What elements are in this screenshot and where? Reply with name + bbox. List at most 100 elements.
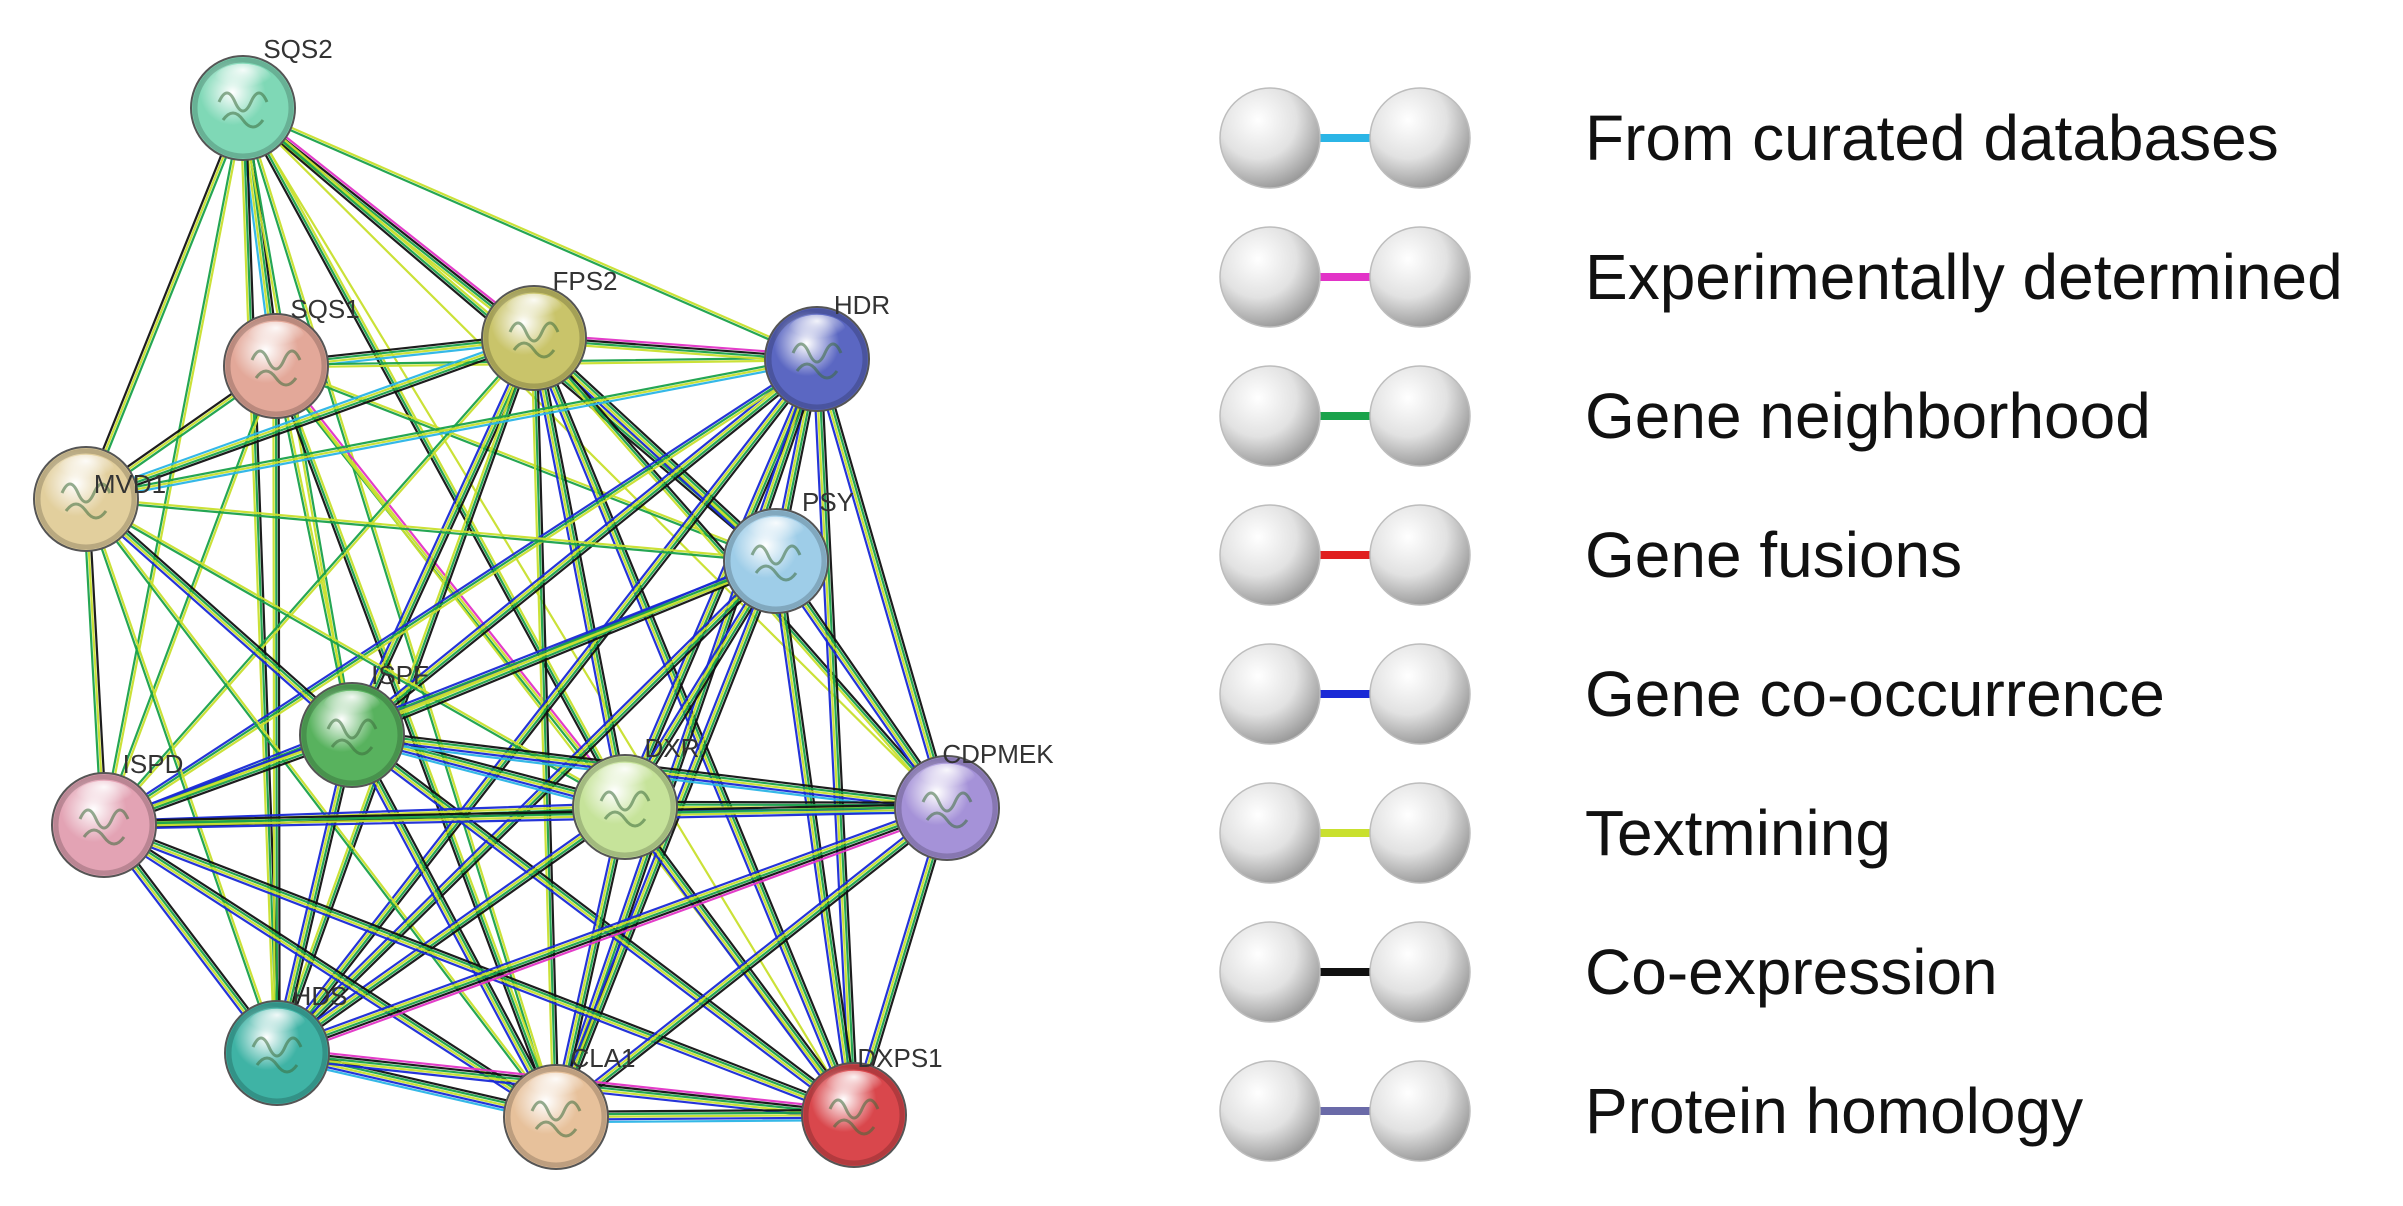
edge-line <box>84 355 818 498</box>
edge-line <box>623 800 949 804</box>
protein-structure-icon <box>530 1100 582 1138</box>
edge-line <box>86 497 280 1054</box>
node-dxr[interactable]: DXR <box>572 733 700 860</box>
edge-line <box>103 337 537 827</box>
node-label: DXR <box>645 733 700 763</box>
edge-line <box>627 803 859 1114</box>
node-hds[interactable]: HDS <box>224 981 347 1106</box>
node-ispf[interactable]: ISPF <box>299 660 429 788</box>
edge-line <box>532 336 558 1119</box>
edge-line <box>536 336 630 808</box>
edge-line <box>102 357 819 827</box>
edge-line <box>556 560 779 1119</box>
node-label: ISPD <box>123 749 184 779</box>
edge-line <box>274 357 818 1054</box>
edge-sqs2-hdr <box>241 105 819 362</box>
node-rim <box>505 1066 607 1168</box>
edge-sqs2-dxps1 <box>241 106 856 1117</box>
edge-line <box>273 557 775 1052</box>
edge-line <box>84 497 106 827</box>
node-fps2[interactable]: FPS2 <box>481 266 618 391</box>
edge-line <box>275 804 948 1052</box>
legend-label: Gene co-occurrence <box>1585 658 2165 730</box>
legend-item: Experimentally determined <box>1219 226 2343 328</box>
edge-line <box>102 804 627 825</box>
edge-line <box>85 338 536 502</box>
edge-mvd1-cla1 <box>83 497 559 1119</box>
edge-line <box>278 809 629 1058</box>
edge-hdr-dxps1 <box>812 357 859 1117</box>
edge-line <box>812 358 945 811</box>
edge-line <box>276 358 820 1055</box>
legend-node-left <box>1219 921 1321 1023</box>
edge-line <box>102 810 949 830</box>
edge-line <box>84 498 353 738</box>
edge-line <box>276 560 779 1056</box>
edge-line <box>814 358 947 810</box>
edge-line <box>817 357 857 1117</box>
node-hdr[interactable]: HDR <box>764 290 890 412</box>
node-cdpmek[interactable]: CDPMEK <box>894 739 1054 861</box>
protein-structure-icon <box>217 91 269 129</box>
edge-line <box>241 106 279 1055</box>
node-sqs1[interactable]: SQS1 <box>223 294 360 419</box>
legend-node-right <box>1369 921 1471 1023</box>
node-ispd[interactable]: ISPD <box>51 749 184 878</box>
edge-line <box>101 355 817 824</box>
edge-line <box>275 804 626 1054</box>
legend-node-left <box>1219 782 1321 884</box>
protein-structure-icon <box>251 1036 303 1074</box>
node-highlight <box>247 321 305 353</box>
edge-line <box>817 357 950 809</box>
edge-line <box>105 820 560 1115</box>
edge-line <box>244 103 538 337</box>
edge-ispf-hds <box>272 733 357 1055</box>
edge-sqs2-mvd1 <box>82 105 247 502</box>
edge-line <box>83 498 277 1055</box>
edge-fps2-ispd <box>101 336 537 827</box>
protein-structure-icon <box>828 1098 880 1136</box>
protein-structure-icon <box>78 808 130 846</box>
edge-line <box>87 494 356 734</box>
edge-line <box>276 806 627 1056</box>
edge-line <box>104 820 857 1113</box>
legend-label: Textmining <box>1585 797 1891 869</box>
node-highlight <box>75 780 133 813</box>
node-label: ISPF <box>371 660 429 690</box>
edge-line <box>558 561 781 1120</box>
edge-line <box>275 806 949 1055</box>
legend-item: Textmining <box>1219 782 1891 884</box>
protein-structure-icon <box>791 342 843 380</box>
node-label: PSY <box>802 487 854 517</box>
edge-line <box>242 105 819 359</box>
legend-label: Co-expression <box>1585 936 1998 1008</box>
legend-node-right <box>1369 782 1471 884</box>
edge-line <box>82 498 103 827</box>
node-label: CLA1 <box>570 1043 635 1073</box>
node-sqs2[interactable]: SQS2 <box>190 34 333 161</box>
node-psy[interactable]: PSY <box>723 487 854 614</box>
legend-node-left <box>1219 87 1321 189</box>
node-highlight <box>57 454 115 486</box>
edge-psy-dxps1 <box>771 559 859 1117</box>
edge-hdr-hds <box>272 355 822 1057</box>
node-cla1[interactable]: CLA1 <box>503 1043 636 1170</box>
node-dxps1[interactable]: DXPS1 <box>801 1043 943 1168</box>
edge-line <box>771 560 852 1117</box>
edge-line <box>351 358 819 738</box>
legend-node-right <box>1369 87 1471 189</box>
legend-label: From curated databases <box>1585 102 2279 174</box>
edge-line <box>84 106 245 501</box>
node-mvd1[interactable]: MVD1 <box>33 446 166 552</box>
legend-node-left <box>1219 1060 1321 1162</box>
edge-line <box>353 730 858 1113</box>
edge-line <box>551 805 623 1118</box>
edge-line <box>778 559 859 1116</box>
edge-line <box>819 357 859 1116</box>
node-highlight <box>596 762 654 795</box>
edge-line <box>272 355 816 1052</box>
node-rim <box>226 1002 328 1104</box>
